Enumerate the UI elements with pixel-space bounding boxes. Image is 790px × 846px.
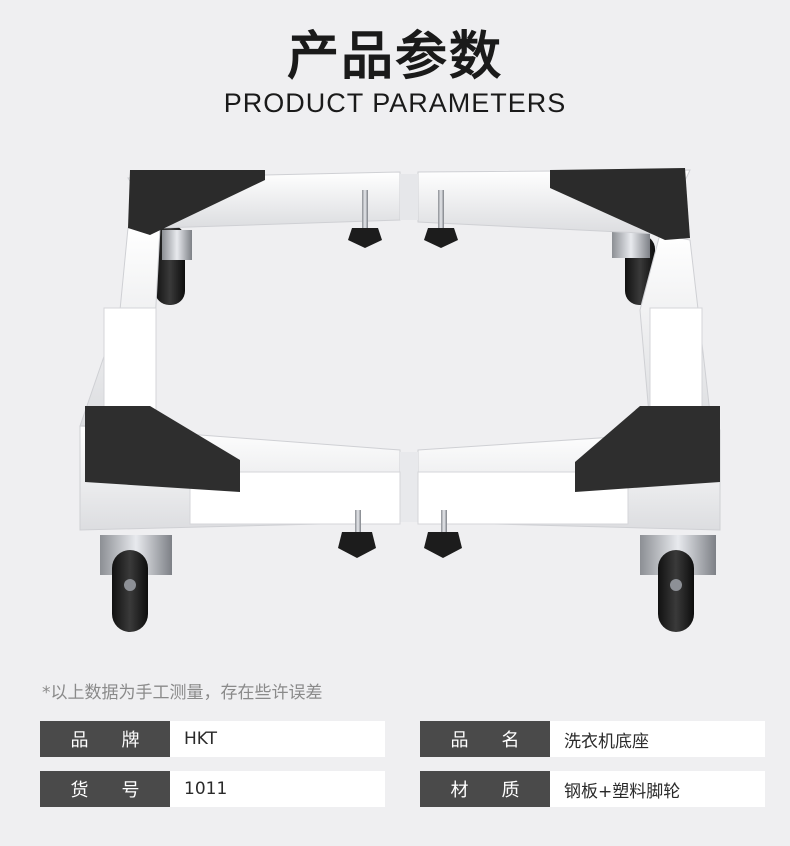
param-value: HKT xyxy=(170,721,385,757)
param-product-name: 品 名 洗衣机底座 xyxy=(420,721,765,757)
page-title: 产品参数 xyxy=(286,27,503,87)
param-label: 品 牌 xyxy=(40,721,170,757)
front-left-caster xyxy=(100,535,172,632)
param-value: 钢板+塑料脚轮 xyxy=(550,771,765,807)
leveling-foot xyxy=(348,190,382,248)
param-label: 材 质 xyxy=(420,771,550,807)
leveling-foot xyxy=(424,190,458,248)
front-right-caster xyxy=(640,535,716,632)
leveling-foot xyxy=(424,510,462,558)
page-subtitle: PRODUCT PARAMETERS xyxy=(223,88,567,118)
product-image-washing-machine-base xyxy=(79,168,721,632)
param-label: 货 号 xyxy=(40,771,170,807)
param-brand: 品 牌 HKT xyxy=(40,721,385,757)
param-value: 1011 xyxy=(170,771,385,807)
param-label: 品 名 xyxy=(420,721,550,757)
leveling-foot xyxy=(338,510,376,558)
param-value: 洗衣机底座 xyxy=(550,721,765,757)
param-material: 材 质 钢板+塑料脚轮 xyxy=(420,771,765,807)
measurement-note: *以上数据为手工测量，存在些许误差 xyxy=(42,683,323,703)
param-item-number: 货 号 1011 xyxy=(40,771,385,807)
rear-left-caster xyxy=(155,225,192,305)
